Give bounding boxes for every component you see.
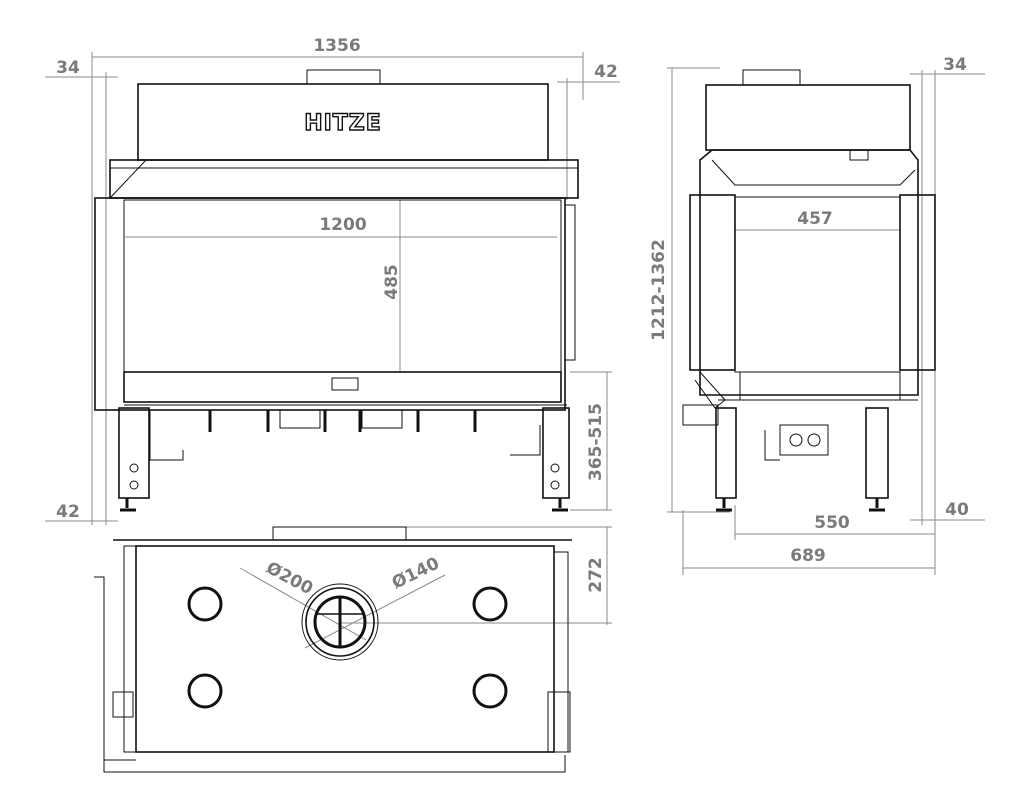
leg-height-label: 365-515 bbox=[586, 403, 606, 481]
front-body-outline bbox=[94, 69, 579, 411]
air-vent-holes bbox=[187, 586, 508, 709]
right-offset-label: 42 bbox=[594, 62, 618, 82]
top-dimension-lines bbox=[239, 526, 612, 649]
overall-width-label: 1356 bbox=[313, 36, 360, 56]
front-legs bbox=[118, 407, 570, 512]
side-top-offset-label: 34 bbox=[943, 55, 967, 75]
flue-outlet bbox=[301, 583, 379, 661]
hitze-logo: HITZE bbox=[304, 111, 382, 136]
total-height-label: 1212-1362 bbox=[649, 239, 669, 341]
top-body-outline bbox=[94, 526, 572, 773]
front-view: 1356 34 42 1200 485 365-515 42 bbox=[45, 36, 620, 525]
outer-diameter-label: Ø200 bbox=[263, 558, 317, 599]
front-bolts bbox=[208, 409, 477, 432]
glass-width-label: 1200 bbox=[319, 215, 366, 235]
front-dimension-lines bbox=[45, 52, 620, 525]
side-dimension-lines bbox=[667, 67, 985, 575]
inner-diameter-label: Ø140 bbox=[389, 553, 443, 593]
side-body-outline bbox=[682, 69, 936, 426]
leg-span-label: 550 bbox=[814, 513, 850, 533]
side-glass-width-label: 457 bbox=[797, 209, 833, 229]
flue-offset-label: 272 bbox=[586, 557, 606, 593]
left-offset-label: 34 bbox=[56, 58, 80, 78]
bottom-offset-label: 42 bbox=[56, 502, 80, 522]
glass-height-label: 485 bbox=[382, 264, 402, 300]
side-bottom-offset-label: 40 bbox=[945, 500, 969, 520]
side-legs bbox=[715, 407, 889, 512]
top-view: 272 Ø200 Ø140 bbox=[94, 526, 612, 773]
overall-depth-label: 689 bbox=[790, 546, 826, 566]
side-view: 1212-1362 34 457 40 550 689 bbox=[649, 55, 985, 575]
